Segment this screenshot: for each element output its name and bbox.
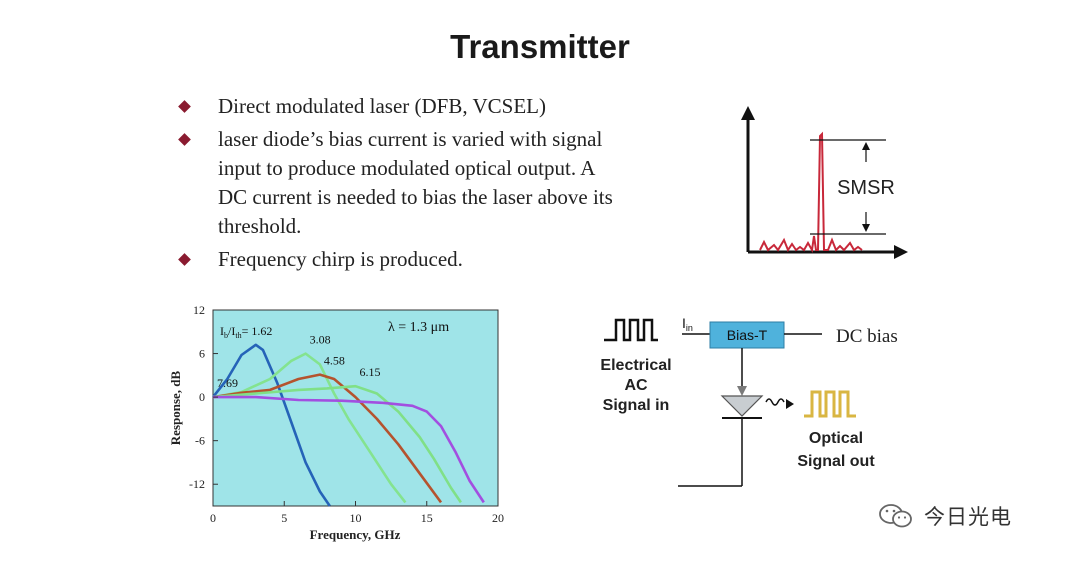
circuit-diagram: Iin Bias-T DC bias Electrical AC Signal … [600,315,898,487]
optical-label-line1: Optical [809,430,863,447]
arrow-right-icon [894,245,908,259]
laser-diode-icon [720,395,764,417]
watermark-text: 今日光电 [924,505,1012,529]
optical-pulse-icon [804,390,856,418]
response-chart: 3.08 4.58 6.15 7.69 0 5 10 15 20 12 6 0 -6 -12 λ = 1… [168,303,504,542]
y-tick-label: 6 [199,347,205,361]
wechat-icon [879,504,912,528]
bias-ratio-sub2: th [235,331,241,340]
bias-ratio-value: = 1.62 [242,324,273,338]
diamond-bullet-icon [178,100,191,113]
spectrum-trace [759,131,863,254]
bullet-line: Frequency chirp is produced. [218,247,463,271]
y-tick-label: -12 [189,477,205,491]
arrow-up-icon [741,106,755,120]
x-axis-label: Frequency, GHz [310,527,401,542]
series-line-1.62 [211,343,331,507]
x-tick-label: 15 [421,511,433,525]
series-line-7.69 [213,395,485,504]
arrow-up-icon [862,142,870,150]
arrow-down-icon [737,386,747,396]
y-tick-label: -6 [195,434,205,448]
electrical-label-line1: Electrical [600,357,671,374]
x-tick-label: 5 [281,511,287,525]
bias-ratio-label: Ib/Ith= 1.62 [220,324,272,340]
watermark: 今日光电 [878,502,1012,530]
series-line-3.08 [212,352,407,504]
y-tick-label: 0 [199,390,205,404]
arrow-right-icon [786,399,794,409]
spectrum-diagram: SMSR [741,106,908,259]
emission-wave-icon [765,398,785,406]
electrical-label-line2: AC [624,377,648,394]
series-group: 3.08 4.58 6.15 7.69 [211,333,485,507]
electrical-pulse-icon [604,318,658,342]
series-label-6.15: 6.15 [360,365,381,379]
bias-ratio-sub1: b [224,331,228,340]
diamond-bullet-icon [178,253,191,266]
slide-title: Transmitter [450,28,630,65]
bullet-line: input to produce modulated optical outpu… [218,156,596,180]
x-tick-label: 0 [210,511,216,525]
bullet-list: Direct modulated laser (DFB, VCSEL) lase… [176,92,716,278]
series-line-6.15 [212,384,462,504]
diamond-bullet-icon [178,133,191,146]
optical-label-line2: Signal out [797,453,875,470]
bullet-item: Frequency chirp is produced. [176,245,716,274]
x-tick-label: 10 [350,511,362,525]
input-current-sub: in [686,323,693,333]
series-line-4.58 [212,373,443,504]
series-label-7.69: 7.69 [217,376,238,390]
series-label-4.58: 4.58 [324,354,345,368]
bullet-line: DC current is needed to bias the laser a… [218,185,613,209]
y-axis-label: Response, dB [168,370,183,445]
bullet-line: Direct modulated laser (DFB, VCSEL) [218,94,546,118]
input-current-label: Iin [682,315,693,333]
bullet-item: laser diode’s bias current is varied wit… [176,125,716,241]
bias-ratio-main: I [220,324,224,338]
bias-t-box [709,321,785,349]
series-label-3.08: 3.08 [310,333,331,347]
smsr-label: SMSR [837,177,895,199]
bullet-item: Direct modulated laser (DFB, VCSEL) [176,92,716,121]
bullet-line: threshold. [218,214,302,238]
axes-group: 0 5 10 15 20 12 6 0 -6 -12 [189,303,504,525]
x-tick-label: 20 [492,511,504,525]
input-current-main: I [682,315,686,331]
bias-ratio-mid: /I [228,324,235,338]
plot-area [212,309,499,507]
chart-annotation: λ = 1.3 μm [388,320,449,335]
y-tick-label: 12 [193,303,205,317]
bias-t-label: Bias-T [727,327,768,343]
arrow-down-icon [862,224,870,232]
bullet-line: laser diode’s bias current is varied wit… [218,127,603,151]
dc-bias-label: DC bias [836,326,898,347]
electrical-label-line3: Signal in [603,397,670,414]
